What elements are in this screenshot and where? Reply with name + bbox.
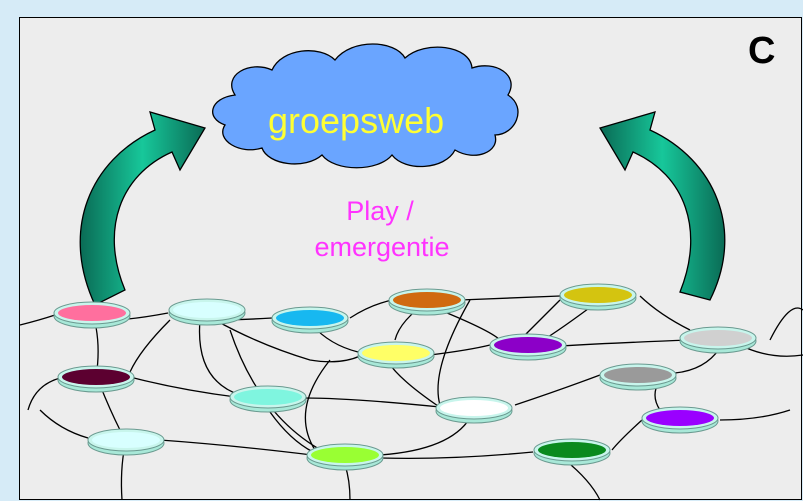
network-node xyxy=(57,365,135,393)
subtitle-line-2: emergentie xyxy=(314,232,450,262)
network-node xyxy=(435,396,513,424)
network-node xyxy=(168,298,246,326)
network-node xyxy=(53,301,131,329)
subtitle-line-1: Play / xyxy=(346,196,414,226)
network-node xyxy=(357,341,435,369)
network-node xyxy=(489,333,567,361)
network-node xyxy=(388,288,466,316)
network-node xyxy=(679,326,757,354)
nodes-layer xyxy=(53,283,757,471)
network-node xyxy=(533,438,611,466)
network-node xyxy=(559,283,637,311)
network-edges xyxy=(19,295,803,501)
network-node xyxy=(229,385,307,413)
left-curved-arrow xyxy=(79,111,206,306)
network-node xyxy=(599,363,677,391)
cloud-shape xyxy=(212,43,519,169)
cloud-label: groepsweb xyxy=(268,100,445,141)
network-node xyxy=(306,443,384,471)
network-node xyxy=(641,406,719,434)
network-node xyxy=(271,306,349,334)
right-curved-arrow xyxy=(599,111,726,301)
network-node xyxy=(87,428,165,456)
corner-label: C xyxy=(748,30,776,72)
